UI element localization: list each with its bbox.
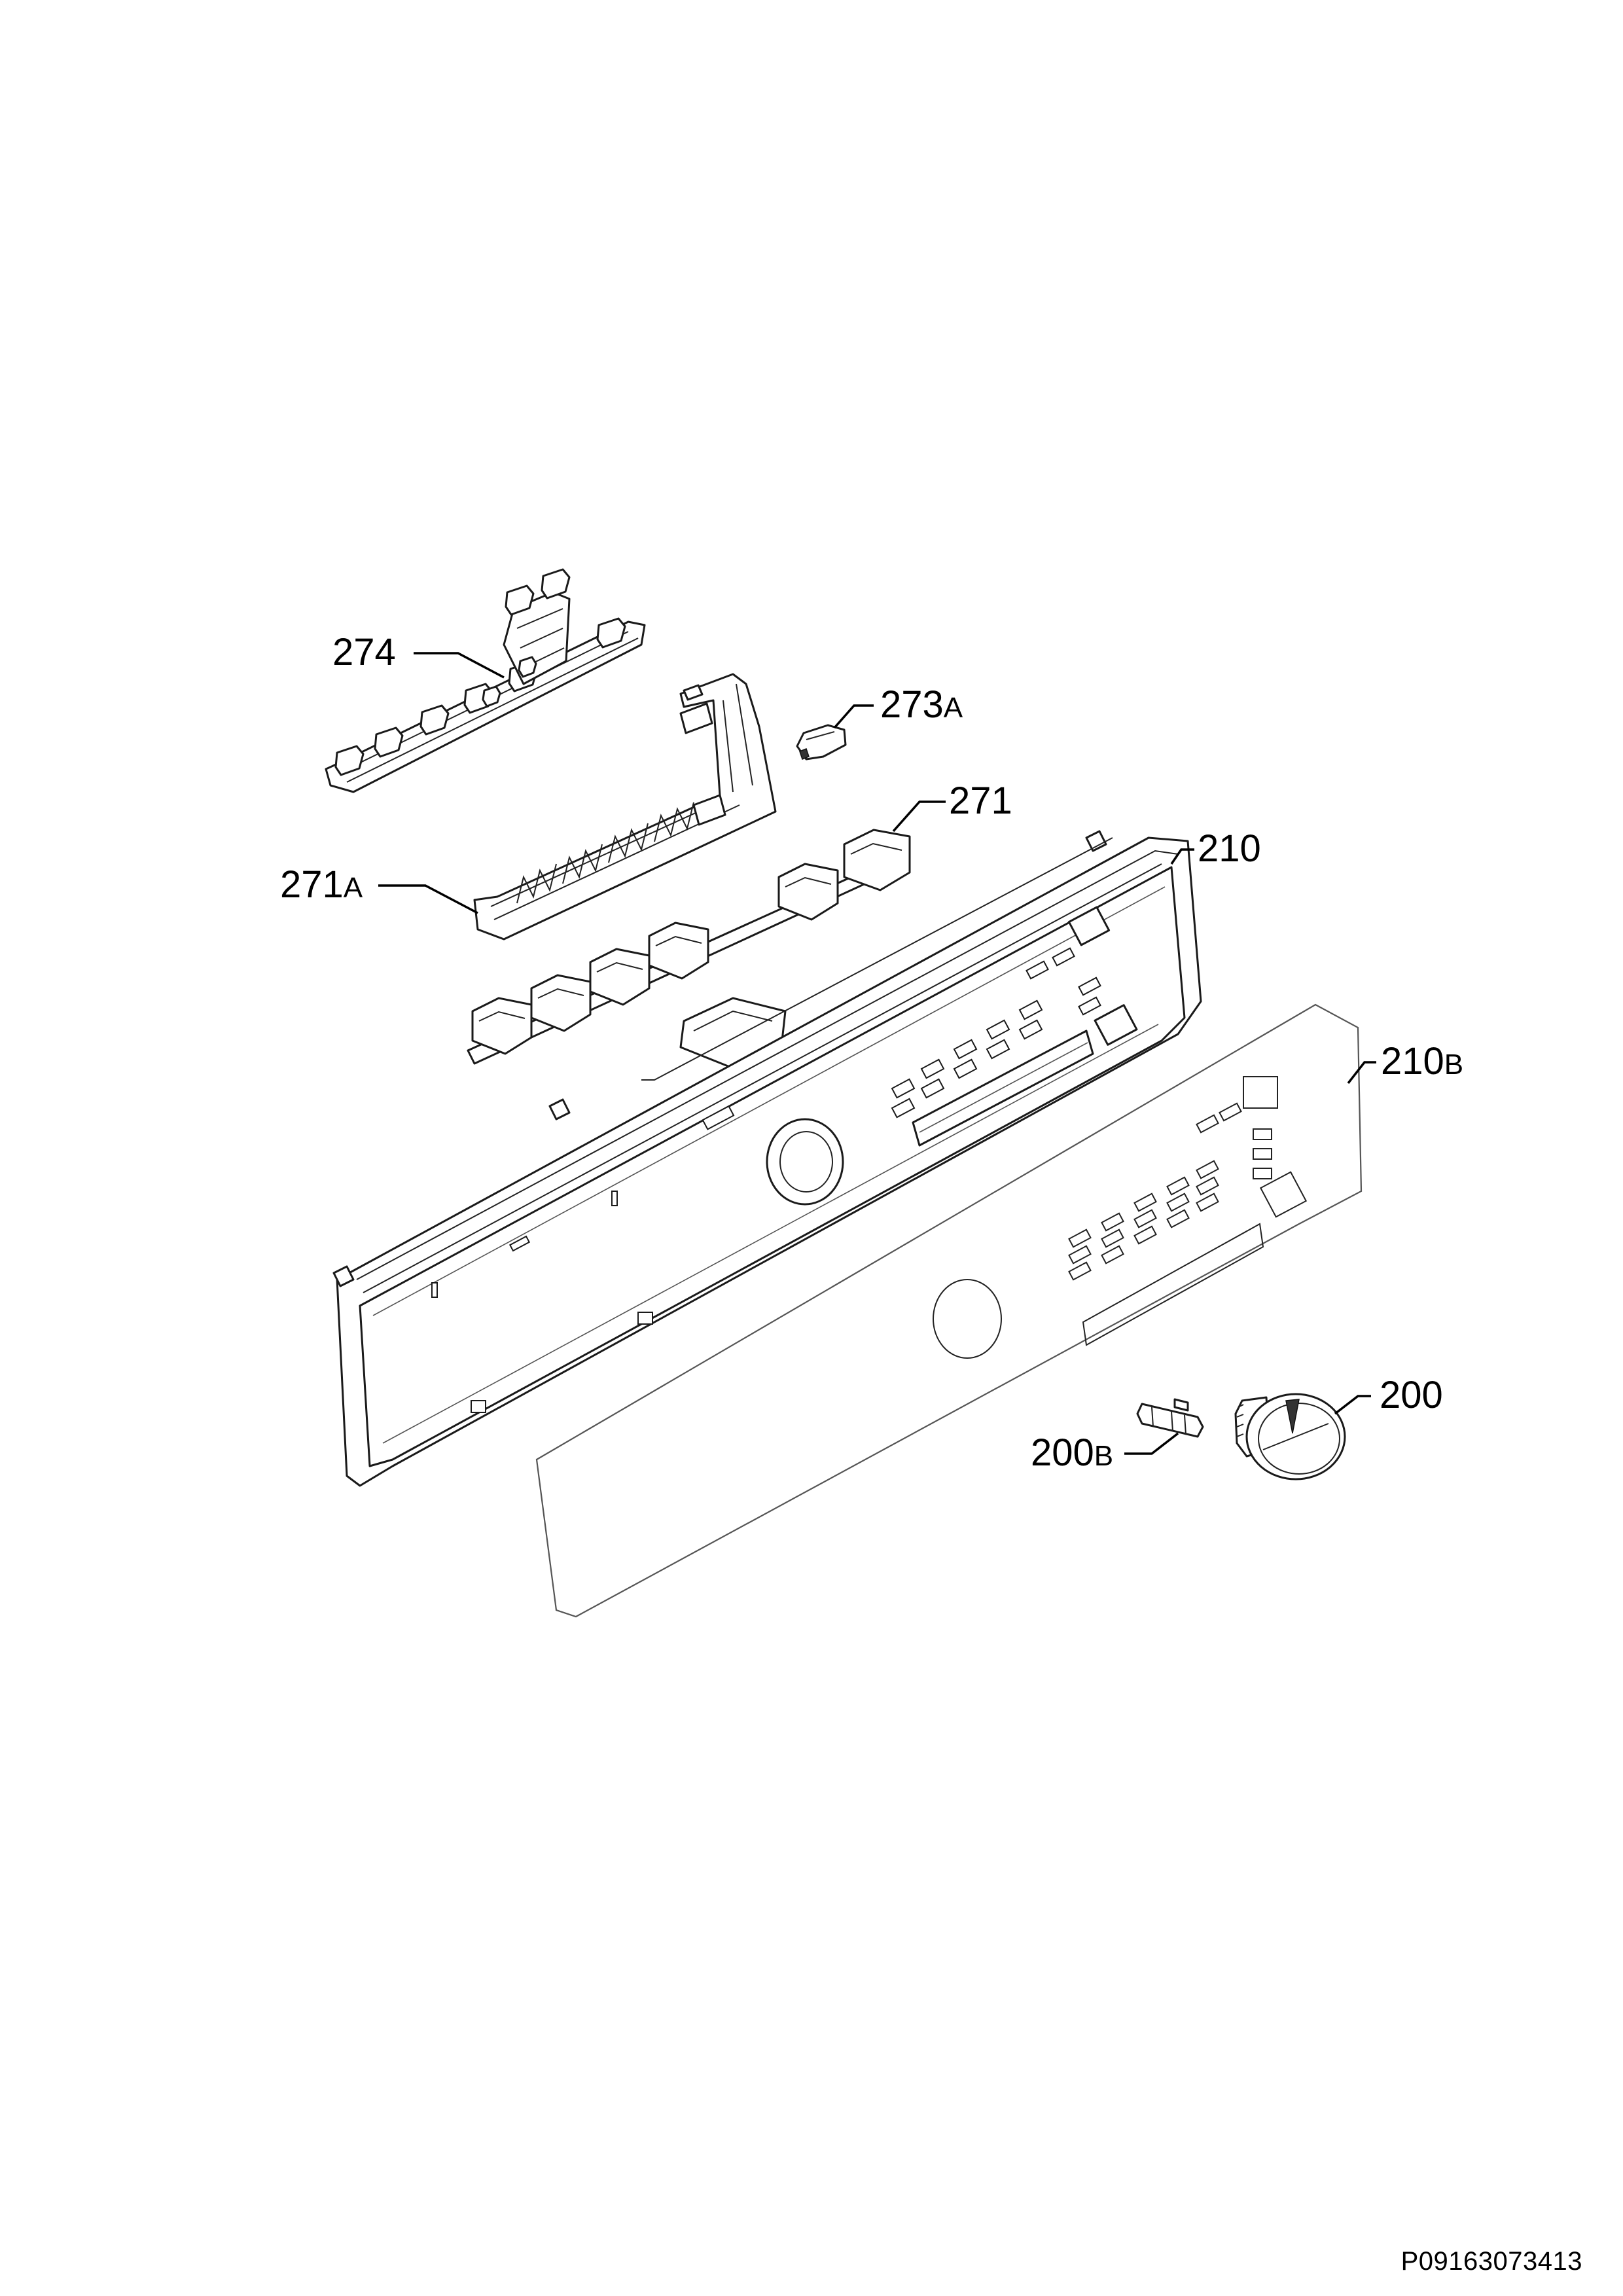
label-271a[interactable]: 271A xyxy=(280,863,363,906)
label-274[interactable]: 274 xyxy=(332,631,396,673)
drawing-code: P09163073413 xyxy=(1400,2247,1582,2276)
label-210b[interactable]: 210B xyxy=(1381,1040,1463,1083)
label-210[interactable]: 210 xyxy=(1198,827,1261,870)
leader-lines xyxy=(378,652,1376,1455)
part-200-knob[interactable] xyxy=(1234,1393,1346,1480)
part-271a-button-frame[interactable] xyxy=(473,673,777,941)
label-271[interactable]: 271 xyxy=(949,780,1012,822)
part-210-control-panel[interactable] xyxy=(332,830,1202,1487)
part-274-actuator-strip[interactable] xyxy=(325,568,646,793)
part-200b-spindle[interactable] xyxy=(1136,1398,1204,1438)
label-200[interactable]: 200 xyxy=(1380,1374,1443,1416)
part-210b-front-foil[interactable] xyxy=(535,1003,1363,1618)
part-273a-clip[interactable] xyxy=(796,724,847,761)
part-labels: 274 273A 271 271A 210 210B 200 200B xyxy=(280,631,1463,1474)
label-200b[interactable]: 200B xyxy=(1031,1431,1113,1474)
label-273a[interactable]: 273A xyxy=(880,683,963,726)
part-271-push-buttons[interactable] xyxy=(467,829,911,1068)
